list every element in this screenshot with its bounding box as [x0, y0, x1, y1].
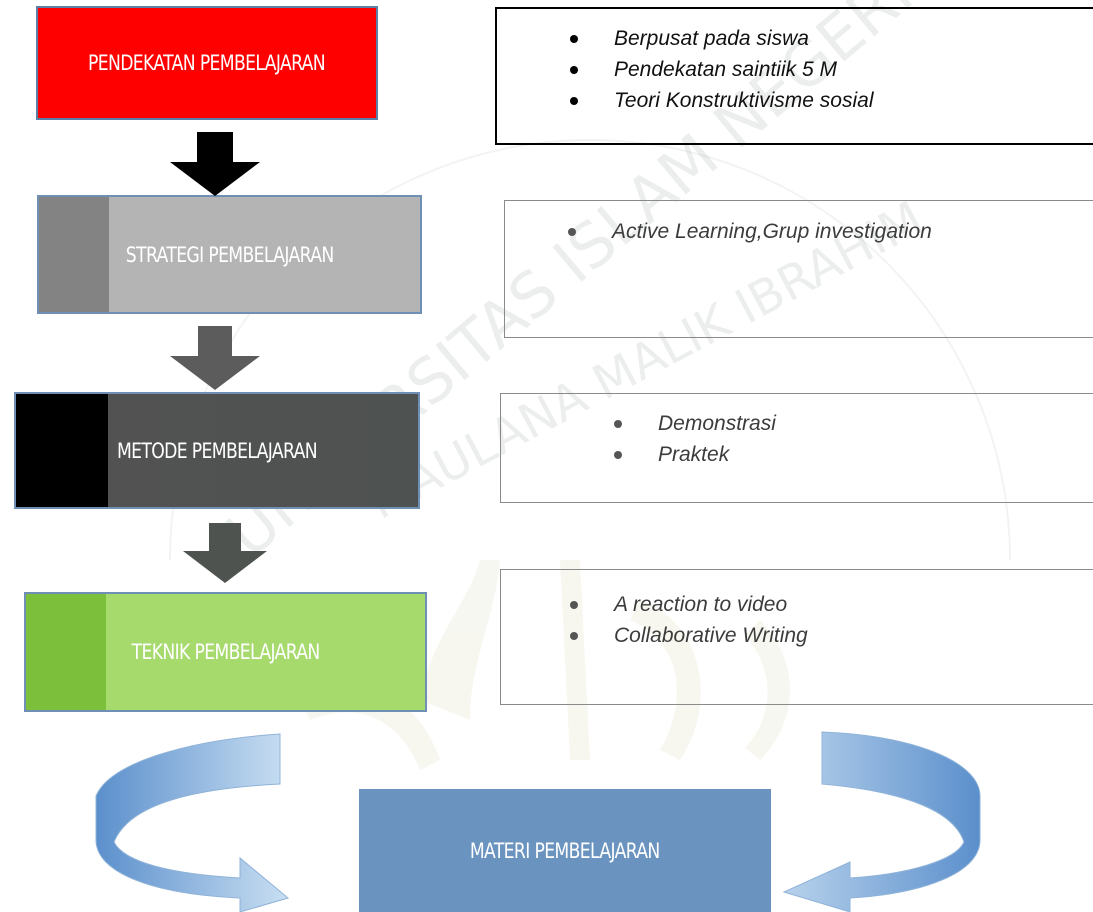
- box-strategi: STRATEGI PEMBELAJARAN: [37, 195, 422, 314]
- detail-box-metode: [500, 393, 1093, 503]
- box-teknik: TEKNIK PEMBELAJARAN: [24, 592, 427, 712]
- detail-list-metode: Demonstrasi Praktek: [612, 408, 776, 470]
- list-item: Collaborative Writing: [568, 620, 808, 651]
- box-pendekatan-label: PENDEKATAN PEMBELAJARAN: [88, 51, 326, 75]
- detail-list-teknik: A reaction to video Collaborative Writin…: [568, 589, 808, 651]
- detail-box-teknik: [500, 569, 1093, 705]
- box-strategi-label: STRATEGI PEMBELAJARAN: [125, 242, 334, 267]
- list-item: Demonstrasi: [612, 408, 776, 439]
- box-teknik-label: TEKNIK PEMBELAJARAN: [131, 640, 320, 664]
- list-item: Berpusat pada siswa: [568, 23, 874, 54]
- list-item: Praktek: [612, 439, 776, 470]
- detail-box-strategi: [504, 200, 1093, 338]
- detail-box-pendekatan: [495, 7, 1093, 145]
- curved-arrow-left-icon: [95, 733, 290, 912]
- box-pendekatan: PENDEKATAN PEMBELAJARAN: [36, 6, 378, 120]
- box-materi: MATERI PEMBELAJARAN: [359, 789, 771, 912]
- box-metode-label: METODE PEMBELAJARAN: [116, 438, 318, 463]
- list-item: A reaction to video: [568, 589, 808, 620]
- down-arrow-1-icon: [170, 132, 260, 196]
- down-arrow-2-icon: [170, 326, 260, 390]
- down-arrow-3-icon: [183, 523, 267, 583]
- box-materi-label: MATERI PEMBELAJARAN: [470, 838, 660, 863]
- list-item: Teori Konstruktivisme sosial: [568, 85, 874, 116]
- detail-list-strategi: Active Learning,Grup investigation: [566, 216, 932, 247]
- curved-arrow-right-icon: [782, 731, 981, 912]
- list-item: Active Learning,Grup investigation: [566, 216, 932, 247]
- box-metode: METODE PEMBELAJARAN: [14, 392, 420, 509]
- list-item: Pendekatan saintiik 5 M: [568, 54, 874, 85]
- detail-list-pendekatan: Berpusat pada siswa Pendekatan saintiik …: [568, 23, 874, 116]
